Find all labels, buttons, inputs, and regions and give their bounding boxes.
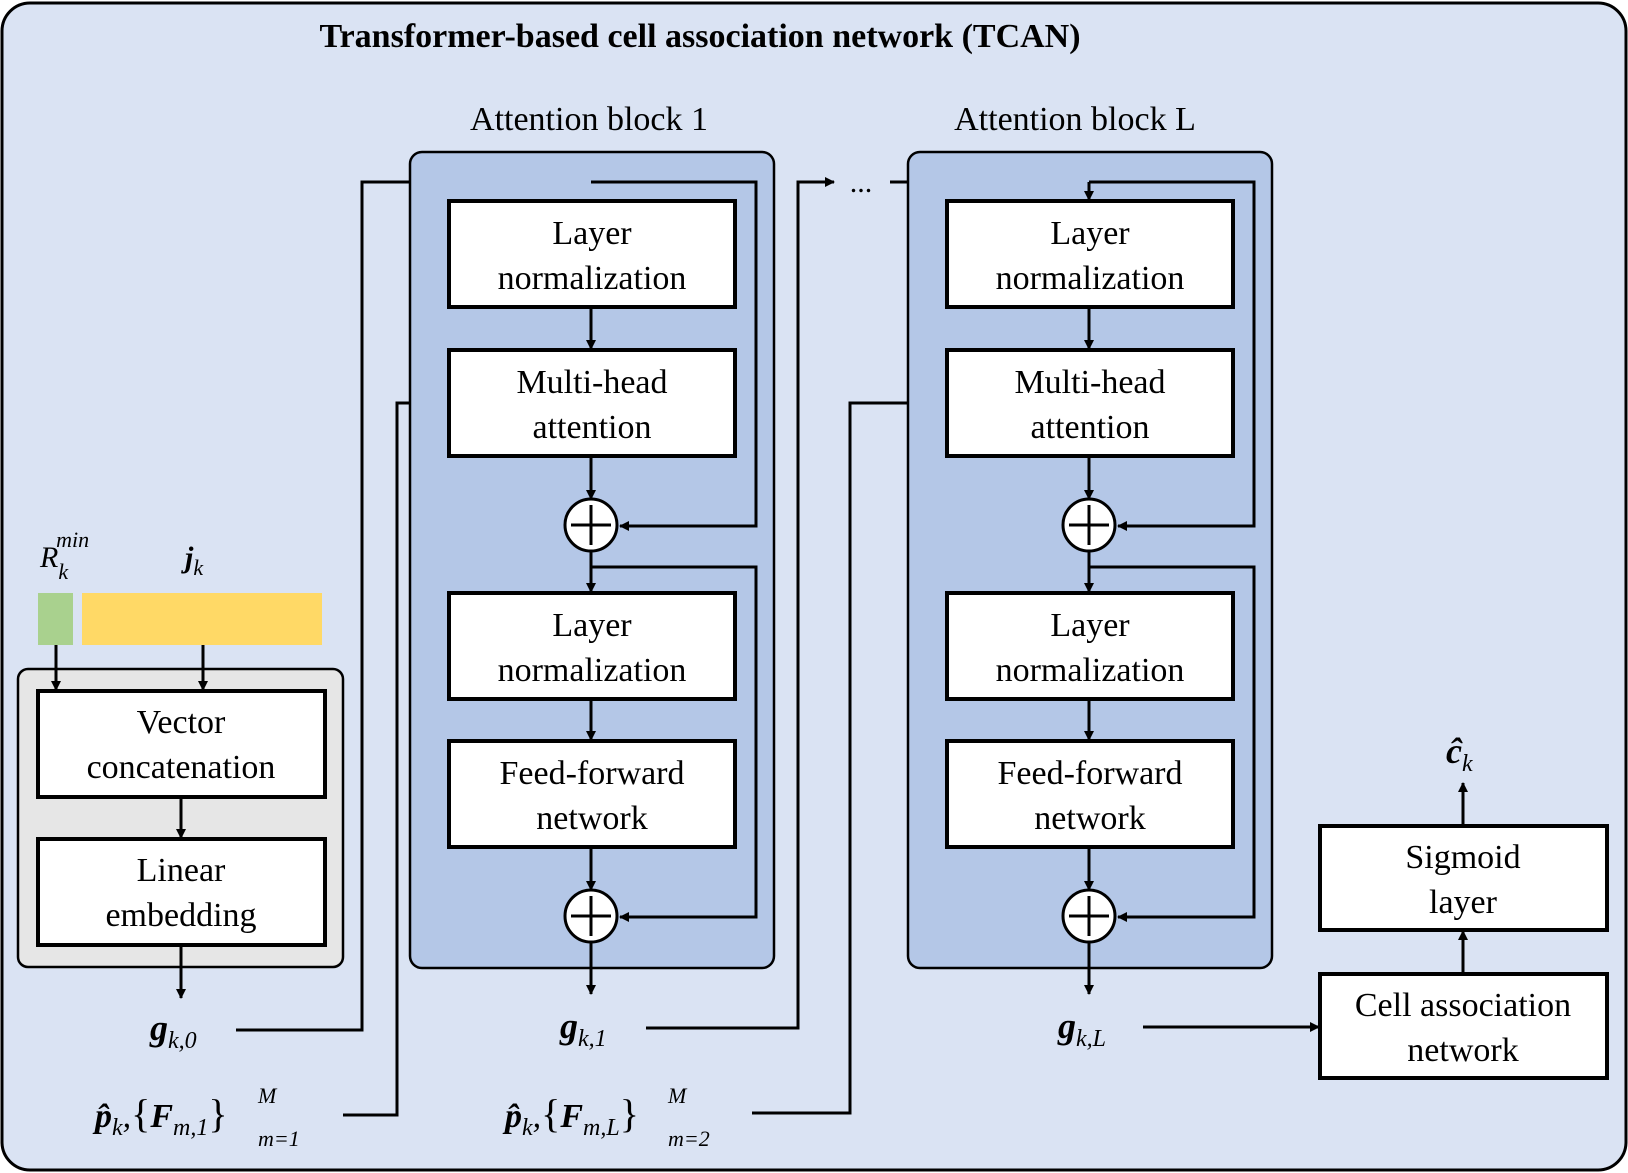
b1-layer-norm-2-label-2: normalization: [498, 652, 687, 689]
sigmoid-label-2: layer: [1429, 884, 1498, 921]
j-bar: [82, 593, 322, 645]
c-hat-label: ĉk: [1446, 731, 1473, 777]
svg-text:m=2: m=2: [668, 1126, 710, 1151]
bL-layer-norm-2: [945, 591, 1235, 701]
attention-block-1-label: Attention block 1: [470, 101, 708, 138]
j-label: jk: [181, 541, 204, 580]
b1-layer-norm-1: [447, 199, 737, 309]
bL-layer-norm-1-label-2: normalization: [996, 260, 1185, 297]
linear-embedding-label-2: embedding: [105, 897, 256, 934]
b1-layer-norm-1-label-2: normalization: [498, 260, 687, 297]
bL-ff-label-2: network: [1034, 800, 1145, 837]
side-input-1: p̂k,{Fm,1} M m=1: [92, 1083, 300, 1151]
bL-add-2: [1061, 888, 1117, 944]
bL-multi-head-attention: [945, 348, 1235, 458]
b1-add-1: [563, 497, 619, 553]
b1-ff-label-2: network: [536, 800, 647, 837]
b1-layer-norm-2: [447, 591, 737, 701]
bL-layer-norm-1-label-1: Layer: [1050, 215, 1130, 252]
bL-ff-label-1: Feed-forward: [997, 755, 1182, 792]
bL-mha-label-1: Multi-head: [1014, 364, 1165, 401]
r-min-label: Rkmin: [39, 527, 89, 584]
bL-mha-label-2: attention: [1031, 409, 1150, 446]
attention-block-L-label: Attention block L: [954, 101, 1196, 138]
linear-embedding-label-1: Linear: [137, 852, 226, 889]
vector-concatenation-label-2: concatenation: [87, 749, 276, 786]
g-k0-label: gk,0: [149, 1008, 197, 1054]
vector-concatenation-label-1: Vector: [137, 704, 226, 741]
ellipsis: ...: [850, 166, 873, 199]
bL-layer-norm-2-label-2: normalization: [996, 652, 1185, 689]
input-labels: Rkmin jk: [39, 527, 204, 584]
b1-layer-norm-2-label-1: Layer: [552, 607, 632, 644]
bL-layer-norm-1: [945, 199, 1235, 309]
vector-concatenation-box: [36, 689, 327, 799]
bL-feed-forward: [945, 739, 1235, 849]
svg-text:M: M: [257, 1083, 278, 1108]
side-input-2: p̂k,{Fm,L} M m=2: [502, 1083, 710, 1151]
cell-association-label-1: Cell association: [1355, 987, 1571, 1024]
b1-add-2: [563, 888, 619, 944]
sigmoid-layer-box: [1318, 824, 1609, 932]
b1-ff-label-1: Feed-forward: [499, 755, 684, 792]
b1-feed-forward: [447, 739, 737, 849]
b1-mha-label-1: Multi-head: [516, 364, 667, 401]
b1-layer-norm-1-label-1: Layer: [552, 215, 632, 252]
diagram-title: Transformer-based cell association netwo…: [319, 18, 1080, 55]
r-min-bar: [38, 593, 73, 645]
g-k1-label: gk,1: [559, 1006, 607, 1052]
g-kL-label: gk,L: [1057, 1006, 1106, 1052]
svg-text:M: M: [667, 1083, 688, 1108]
b1-multi-head-attention: [447, 348, 737, 458]
b1-mha-label-2: attention: [533, 409, 652, 446]
svg-text:p̂k,{Fm,L}: p̂k,{Fm,L}: [502, 1091, 639, 1141]
cell-association-label-2: network: [1407, 1032, 1518, 1069]
svg-text:m=1: m=1: [258, 1126, 300, 1151]
cell-association-network-box: [1318, 972, 1609, 1080]
svg-text:p̂k,{Fm,1}: p̂k,{Fm,1}: [92, 1091, 228, 1141]
bL-add-1: [1061, 497, 1117, 553]
sigmoid-label-1: Sigmoid: [1405, 839, 1520, 876]
bL-layer-norm-2-label-1: Layer: [1050, 607, 1130, 644]
